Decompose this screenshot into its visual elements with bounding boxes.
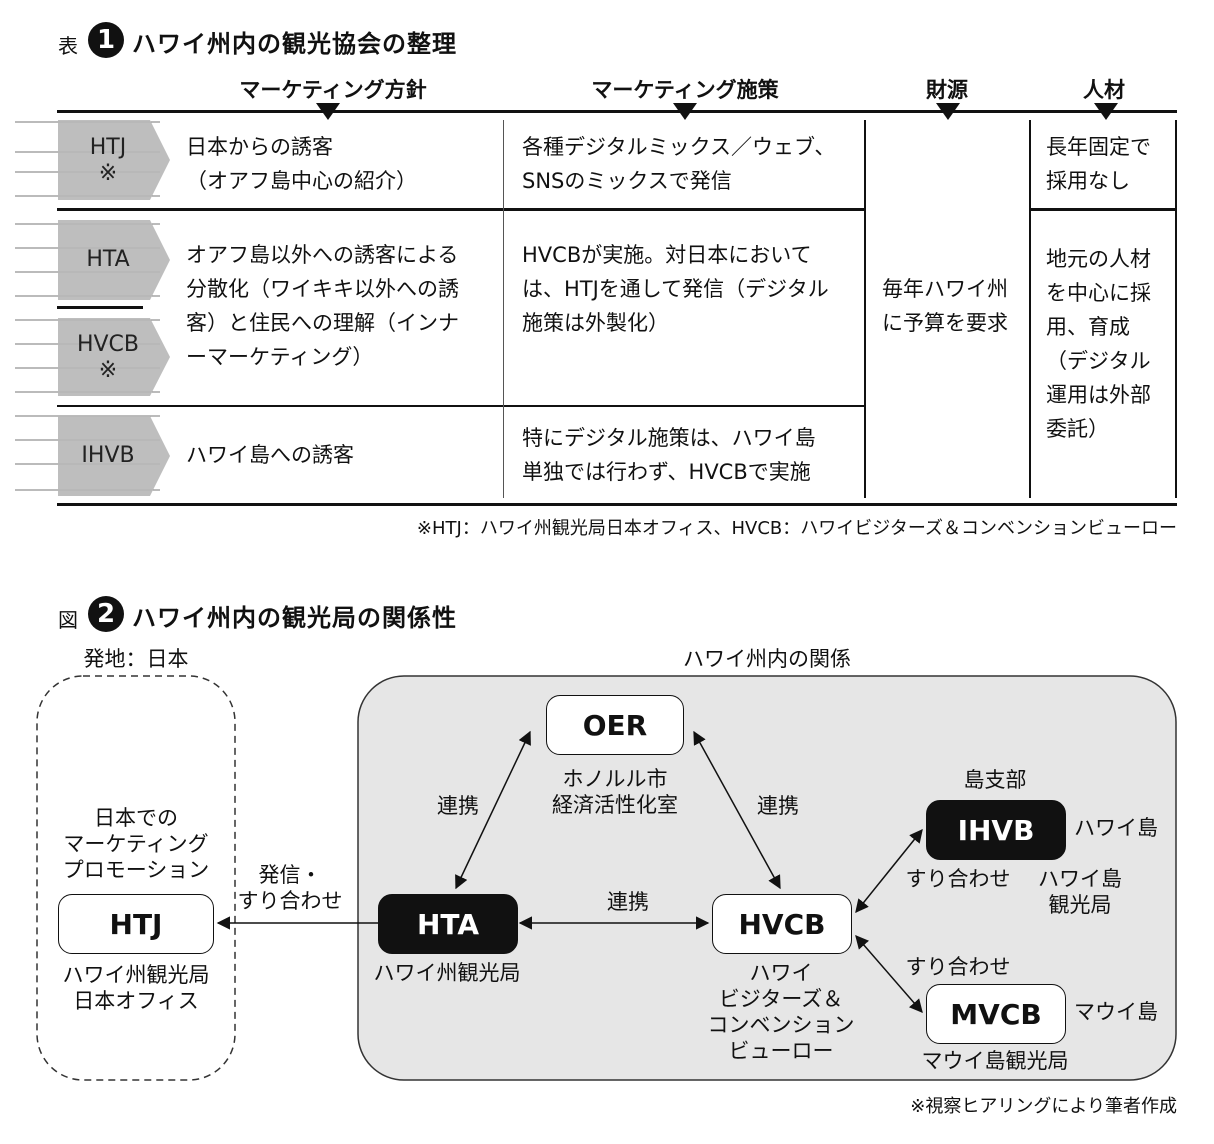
node-htj: HTJ [58, 894, 214, 954]
cell-staff-htj: 長年固定で採用なし [1046, 135, 1151, 193]
hawaii-group-label: ハワイ州内の関係 [683, 647, 851, 671]
node-ihvb: IHVB [926, 800, 1066, 860]
japan-group-label: 発地：日本 [83, 647, 189, 671]
ihvb-subtitle: ハワイ島観光局 [1038, 867, 1122, 917]
cell-funding: 毎年ハワイ州に予算を要求 [882, 277, 1008, 335]
figure-number-badge: 2 [88, 596, 124, 632]
japan-group-frame [36, 675, 236, 1081]
ihvb-above-label: 島支部 [963, 768, 1027, 792]
edge-label-hta-hvcb: 連携 [607, 890, 649, 914]
cell-htj-policy: 日本からの誘客（オアフ島中心の紹介） [186, 135, 417, 193]
edge-label-oer-hvcb: 連携 [757, 794, 799, 818]
mvcb-side-label: マウイ島 [1074, 1000, 1158, 1024]
table-prefix: 表 [58, 34, 78, 58]
cell-hta-hvcb-policy: オアフ島以外への誘客による 分散化（ワイキキ以外への誘 客）と住民への理解（イン… [186, 243, 459, 369]
cell-staff-others: 地元の人材 を中心に採 用、育成 （デジタル 運用は外部 委託） [1046, 247, 1151, 441]
table-grid [15, 103, 1177, 506]
mvcb-subtitle: マウイ島観光局 [921, 1049, 1069, 1073]
figure-title: ハワイ州内の観光局の関係性 [132, 604, 457, 632]
cell-hta-hvcb-measures: HVCBが実施。対日本において は、HTJを通して発信（デジタル 施策は外製化） [522, 243, 829, 335]
column-header-funding: 財源 [926, 78, 968, 102]
column-header-staff: 人材 [1083, 78, 1125, 102]
row-label-ihvb: IHVB [81, 443, 135, 468]
figure-footnote: ※視察ヒアリングにより筆者作成 [910, 1096, 1177, 1117]
figure-prefix: 図 [58, 608, 78, 632]
cell-htj-measures: 各種デジタルミックス／ウェブ、SNSのミックスで発信 [522, 135, 836, 193]
row-tag-ihvb [58, 416, 170, 496]
edge-label-hvcb-ihvb: すり合わせ [905, 867, 1011, 891]
row-tag-hvcb [58, 318, 170, 396]
column-header-measures: マーケティング施策 [591, 78, 779, 102]
node-oer: OER [546, 695, 684, 755]
ihvb-side-label: ハワイ島 [1074, 816, 1158, 840]
edge-label-hta-htj: 発信・すり合わせ [237, 863, 343, 913]
table-number-badge: 1 [88, 22, 124, 58]
row-tag-htj [58, 120, 170, 200]
table-footnote: ※HTJ：ハワイ州観光局日本オフィス、HVCB：ハワイビジターズ＆コンベンション… [416, 518, 1177, 539]
edge-label-hvcb-mvcb: すり合わせ [905, 955, 1011, 979]
oer-subtitle: ホノルル市経済活性化室 [552, 767, 678, 817]
column-header-policy: マーケティング方針 [239, 78, 427, 102]
table-title: ハワイ州内の観光協会の整理 [132, 30, 457, 58]
node-hta: HTA [378, 894, 518, 954]
hvcb-subtitle: ハワイ ビジターズ＆ コンベンション ビューロー [707, 961, 855, 1063]
node-mvcb: MVCB [926, 984, 1066, 1044]
row-label-hta: HTA [86, 247, 130, 272]
hta-subtitle: ハワイ州観光局 [373, 961, 521, 985]
edge-label-hta-oer: 連携 [437, 794, 479, 818]
row-label-htj: HTJ※ [89, 135, 127, 186]
cell-ihvb-measures: 特にデジタル施策は、ハワイ島単独では行わず、HVCBで実施 [522, 426, 816, 484]
row-label-hvcb: HVCB※ [76, 332, 140, 383]
row-tag-hta [58, 220, 170, 300]
edge-hvcb-ihvb [855, 828, 923, 914]
edge-oer-hvcb [693, 730, 781, 890]
cell-ihvb-policy: ハワイ島への誘客 [186, 443, 354, 467]
htj-caption-above: 日本での マーケティング プロモーション [62, 806, 210, 882]
htj-subtitle: ハワイ州観光局日本オフィス [62, 963, 210, 1013]
edge-hta-oer [455, 730, 531, 890]
edge-hvcb-mvcb [855, 934, 923, 1014]
node-hvcb: HVCB [712, 894, 852, 954]
